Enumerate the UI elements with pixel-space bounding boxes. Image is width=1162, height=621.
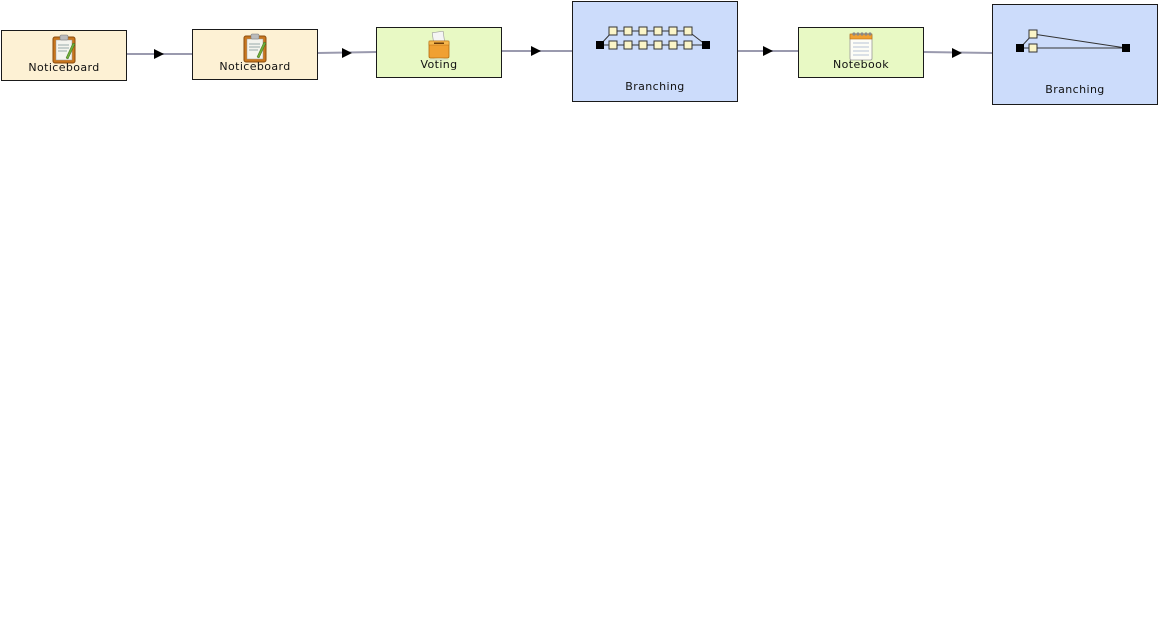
activity-voting[interactable]: Voting — [376, 27, 502, 78]
clipboard-icon — [52, 34, 76, 68]
connector-1[interactable] — [127, 49, 192, 59]
activity-label: Branching — [1045, 83, 1105, 96]
connector-4[interactable] — [738, 46, 798, 56]
activity-noticeboard-1[interactable]: Noticeboard — [1, 30, 127, 81]
activity-branching-1[interactable]: Branching — [572, 1, 738, 102]
activity-label: Voting — [420, 58, 458, 71]
connector-3[interactable] — [502, 46, 572, 56]
arrowhead-icon — [952, 48, 962, 58]
arrowhead-icon — [763, 46, 773, 56]
activity-label: Notebook — [832, 58, 890, 71]
activity-label: Branching — [625, 80, 685, 93]
activity-branching-2[interactable]: Branching — [992, 4, 1158, 105]
activity-notebook[interactable]: Notebook — [798, 27, 924, 78]
activity-label: Noticeboard — [219, 60, 291, 73]
connector-5[interactable] — [923, 48, 993, 58]
arrowhead-icon — [342, 48, 352, 58]
activity-label: Noticeboard — [28, 61, 100, 74]
connector-2[interactable] — [317, 48, 377, 58]
branching-icon — [596, 26, 714, 56]
activity-noticeboard-2[interactable]: Noticeboard — [192, 29, 318, 80]
notepad-icon — [848, 31, 874, 65]
arrowhead-icon — [154, 49, 164, 59]
arrowhead-icon — [531, 46, 541, 56]
branching-icon — [1016, 29, 1134, 59]
clipboard-icon — [243, 33, 267, 67]
ballot-box-icon — [426, 30, 452, 65]
